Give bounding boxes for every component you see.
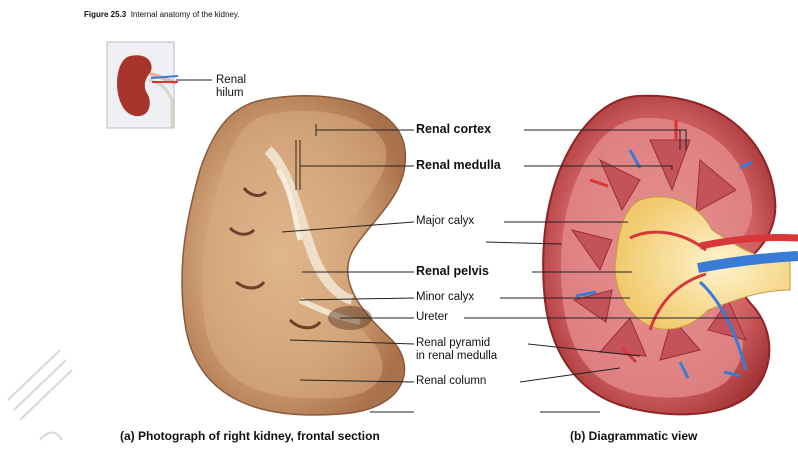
renal-pyramid-line1: Renal pyramid [416, 337, 497, 350]
label-renal-cortex: Renal cortex [416, 123, 491, 136]
label-renal-hilum: Renal hilum [216, 74, 246, 100]
renal-hilum-line1: Renal [216, 74, 246, 87]
label-major-calyx: Major calyx [416, 215, 474, 228]
label-ureter: Ureter [416, 311, 448, 324]
label-renal-pelvis: Renal pelvis [416, 265, 489, 278]
renal-hilum-line2: hilum [216, 87, 246, 100]
caption-b: (b) Diagrammatic view [570, 429, 697, 443]
label-renal-column: Renal column [416, 375, 486, 388]
page-decoration [8, 350, 72, 440]
label-renal-medulla: Renal medulla [416, 159, 501, 172]
inset-thumbnail [107, 42, 178, 128]
renal-pyramid-line2: in renal medulla [416, 350, 497, 363]
label-minor-calyx: Minor calyx [416, 291, 474, 304]
kidney-diagram [543, 96, 798, 415]
kidney-photograph [182, 96, 405, 415]
caption-a: (a) Photograph of right kidney, frontal … [120, 429, 380, 443]
label-renal-pyramid: Renal pyramid in renal medulla [416, 337, 497, 363]
